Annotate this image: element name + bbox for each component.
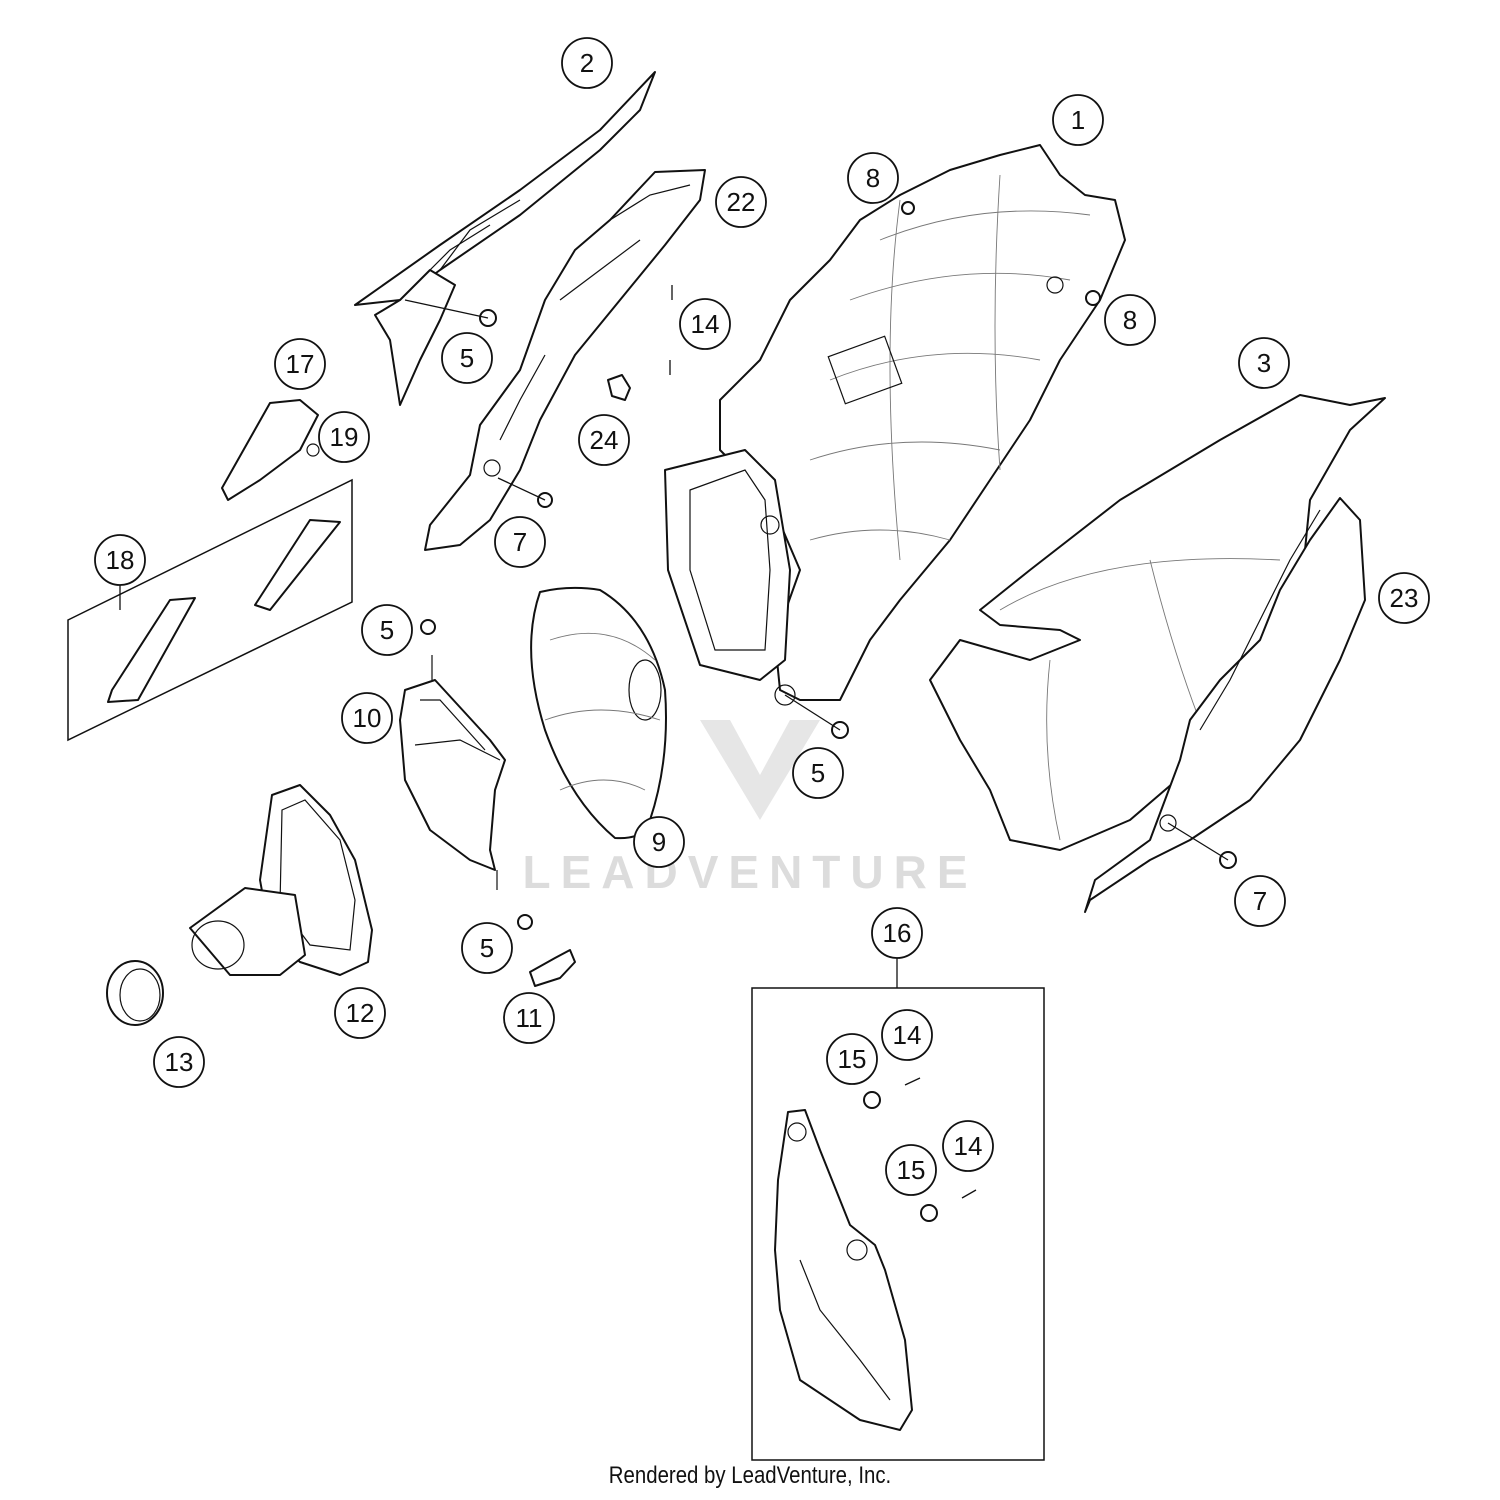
part-1-airbox (664, 144, 1126, 706)
svg-text:15: 15 (838, 1044, 867, 1074)
svg-text:13: 13 (165, 1047, 194, 1077)
callout-2: 2 (561, 37, 613, 89)
callout-14: 14 (679, 298, 731, 350)
part-10-filter-cage (399, 655, 506, 890)
svg-text:3: 3 (1257, 348, 1271, 378)
svg-text:7: 7 (513, 527, 527, 557)
svg-text:17: 17 (286, 349, 315, 379)
svg-text:12: 12 (346, 998, 375, 1028)
callout-9: 9 (633, 816, 685, 868)
svg-text:1: 1 (1071, 105, 1085, 135)
callout-23: 23 (1378, 572, 1430, 624)
svg-text:9: 9 (652, 827, 666, 857)
watermark-text: LEADVENTURE (522, 846, 977, 898)
svg-text:16: 16 (883, 918, 912, 948)
callout-5: 5 (461, 922, 513, 974)
svg-text:18: 18 (106, 545, 135, 575)
svg-text:5: 5 (380, 615, 394, 645)
svg-text:24: 24 (590, 425, 619, 455)
svg-text:5: 5 (480, 933, 494, 963)
callout-13: 13 (153, 1036, 205, 1088)
callout-11: 11 (503, 992, 555, 1044)
svg-text:15: 15 (897, 1155, 926, 1185)
callout-1: 1 (1052, 94, 1104, 146)
callout-5: 5 (792, 747, 844, 799)
callout-14: 14 (881, 1009, 933, 1061)
part-12-intake-boot (189, 784, 373, 976)
svg-text:8: 8 (866, 163, 880, 193)
part-24-clip (607, 374, 631, 401)
svg-text:5: 5 (811, 758, 825, 788)
callout-15: 15 (826, 1033, 878, 1085)
part-11-bracket (529, 949, 576, 987)
svg-text:14: 14 (954, 1131, 983, 1161)
callout-14: 14 (942, 1120, 994, 1172)
part-23-trim (1084, 497, 1366, 913)
callout-8: 8 (1104, 294, 1156, 346)
callout-22: 22 (715, 176, 767, 228)
part-16-kit (751, 987, 1045, 1461)
callout-7: 7 (494, 516, 546, 568)
svg-text:11: 11 (516, 1003, 543, 1033)
callout-7: 7 (1234, 875, 1286, 927)
callout-18: 18 (94, 534, 146, 586)
callouts: 1 2 3 5 5 5 5 7 7 7 8 8 9 10 11 12 13 14… (94, 37, 1430, 1196)
part-22-trim (424, 169, 706, 551)
svg-text:5: 5 (460, 343, 474, 373)
svg-text:19: 19 (330, 422, 359, 452)
callout-16: 16 (871, 907, 923, 959)
part-2-trim (354, 71, 656, 406)
rendered-by-footer: Rendered by LeadVenture, Inc. (608, 1462, 892, 1489)
callout-17: 17 (274, 338, 326, 390)
callout-15: 15 (885, 1144, 937, 1196)
svg-text:2: 2 (580, 48, 594, 78)
svg-text:8: 8 (1123, 305, 1137, 335)
callout-12: 12 (334, 987, 386, 1039)
part-18-decals (67, 478, 353, 742)
svg-text:7: 7 (1253, 886, 1267, 916)
svg-text:14: 14 (893, 1020, 922, 1050)
callout-8: 8 (847, 152, 899, 204)
callout-19: 19 (318, 411, 370, 463)
part-9-filter (530, 586, 667, 840)
callout-5: 5 (361, 604, 413, 656)
callout-24: 24 (578, 414, 630, 466)
part-13-clamp (106, 960, 164, 1026)
callout-10: 10 (341, 692, 393, 744)
leader-lines (119, 299, 1229, 988)
svg-text:22: 22 (727, 187, 756, 217)
callout-5: 5 (441, 332, 493, 384)
callout-3: 3 (1238, 337, 1290, 389)
svg-text:10: 10 (353, 703, 382, 733)
svg-text:14: 14 (691, 309, 720, 339)
part-17-cover (221, 399, 320, 501)
svg-text:23: 23 (1390, 583, 1419, 613)
